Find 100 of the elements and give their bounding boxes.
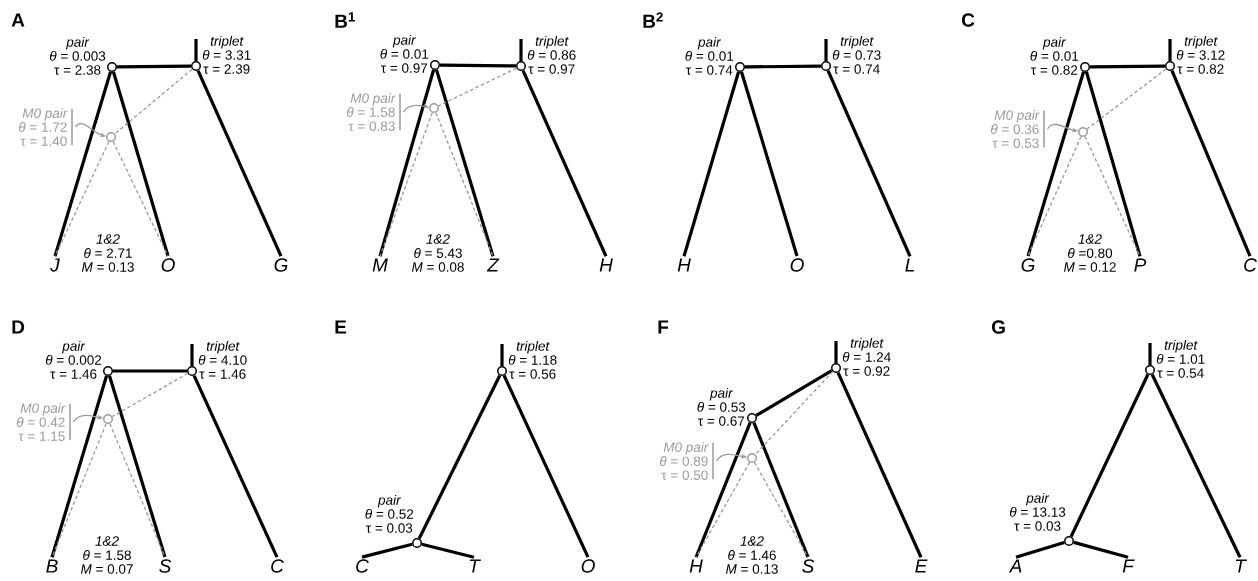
branch-line bbox=[434, 69, 495, 257]
branch-line bbox=[111, 71, 170, 257]
branch-line bbox=[361, 542, 413, 559]
node-caption: pair θ = 0.002 τ = 1.46 bbox=[45, 340, 102, 379]
tip-label: S bbox=[802, 559, 815, 573]
tip-label: O bbox=[161, 258, 175, 272]
branch-line bbox=[1170, 70, 1252, 257]
node-caption: pair θ = 0.01 τ = 0.82 bbox=[1030, 36, 1079, 75]
tip-label: H bbox=[599, 258, 613, 272]
branch-line bbox=[739, 71, 799, 257]
tip-label: B bbox=[46, 559, 58, 573]
tip-label: H bbox=[689, 559, 703, 573]
annotation-text: θ = 1.58 bbox=[83, 550, 131, 560]
branch-line bbox=[440, 63, 517, 68]
branch-line bbox=[502, 374, 590, 558]
branch-line bbox=[836, 371, 923, 558]
dashed-branch bbox=[753, 461, 809, 558]
annotation-text: θ = 1.46 bbox=[728, 550, 776, 560]
tip-label: A bbox=[1008, 559, 1022, 573]
caption-text: M0 pair θ = 0.36 τ = 0.53 bbox=[991, 110, 1040, 148]
branch-line bbox=[1015, 540, 1065, 559]
tip-label: P bbox=[1134, 258, 1147, 272]
annotation-text: θ = 2.71 bbox=[84, 248, 132, 258]
caption-text: M0 pair θ = 0.89 τ = 0.50 bbox=[660, 442, 709, 480]
node-caption: triplet θ = 1.24 τ = 0.92 bbox=[842, 337, 891, 376]
panel-label: B$^{1}$ bbox=[335, 12, 355, 28]
caption-text: M0 pair θ = 1.72 τ = 1.40 bbox=[19, 108, 68, 146]
branch-line bbox=[1084, 71, 1142, 257]
tip-label: H bbox=[677, 258, 691, 272]
annotation-text: 1&2 bbox=[95, 536, 119, 546]
node-caption: triplet θ = 1.18 τ = 0.56 bbox=[508, 340, 557, 379]
branch-line bbox=[117, 64, 192, 69]
annotation-text: 1&2 bbox=[96, 234, 120, 244]
tip-label: C bbox=[271, 559, 284, 573]
tip-label: F bbox=[1122, 559, 1135, 573]
tip-label: L bbox=[905, 258, 914, 272]
node-caption: triplet θ = 3.12 τ = 0.82 bbox=[1176, 35, 1225, 74]
node-caption: triplet θ = 0.73 τ = 0.74 bbox=[832, 35, 881, 74]
tip-label: M bbox=[372, 258, 388, 272]
branch-line bbox=[421, 542, 475, 559]
caption-text: M0 pair θ = 1.58 τ = 0.83 bbox=[347, 93, 396, 131]
panel-label: A bbox=[11, 13, 25, 27]
annotation-text: θ = 5.43 bbox=[414, 248, 462, 258]
branch-line bbox=[682, 71, 741, 257]
branch-line bbox=[1073, 540, 1129, 559]
node-caption: pair θ = 0.53 τ = 0.67 bbox=[697, 387, 746, 426]
tip-label: T bbox=[469, 559, 481, 573]
branch-line bbox=[53, 71, 113, 257]
dashed-branch bbox=[111, 372, 189, 418]
branch-line bbox=[826, 69, 912, 257]
branch-line bbox=[113, 369, 187, 373]
branch-line bbox=[1026, 71, 1086, 257]
annotation-text: 1&2 bbox=[426, 234, 450, 244]
panel-label: E bbox=[335, 320, 347, 334]
panel-label: C bbox=[962, 13, 975, 27]
dashed-branch bbox=[51, 423, 107, 558]
tip-label: Z bbox=[486, 258, 500, 272]
annotation-text: M = 0.12 bbox=[1063, 262, 1116, 272]
annotation-text: M = 0.07 bbox=[80, 564, 133, 574]
tip-label: T bbox=[1235, 559, 1247, 573]
annotation-text: M = 0.08 bbox=[411, 262, 464, 272]
branch-line bbox=[745, 64, 822, 69]
dashed-branch bbox=[109, 423, 166, 558]
node-caption: triplet θ = 4.10 τ = 1.46 bbox=[198, 340, 247, 379]
branch-line bbox=[196, 69, 283, 257]
branch-line bbox=[694, 422, 752, 558]
branch-line bbox=[1150, 373, 1242, 558]
dashed-branch bbox=[114, 68, 193, 135]
tip-label: E bbox=[915, 559, 928, 573]
tip-label: O bbox=[581, 559, 595, 573]
tip-label: C bbox=[356, 559, 369, 573]
dashed-branch bbox=[112, 140, 169, 257]
node-caption: pair θ = 0.52 τ = 0.03 bbox=[365, 494, 414, 533]
node-caption: pair θ = 0.01 τ = 0.74 bbox=[685, 36, 734, 75]
tip-label: G bbox=[274, 258, 288, 272]
branch-line bbox=[50, 375, 109, 558]
annotation-text: 1&2 bbox=[740, 536, 764, 546]
node-caption: pair θ = 0.01 τ = 0.97 bbox=[380, 34, 429, 73]
node-caption: triplet θ = 3.31 τ = 2.39 bbox=[202, 35, 251, 74]
branch-line bbox=[1090, 64, 1166, 69]
annotation-text: 1&2 bbox=[1078, 234, 1102, 244]
dashed-branch bbox=[379, 112, 433, 257]
branch-line bbox=[1069, 373, 1150, 538]
branch-line bbox=[755, 369, 833, 417]
dashed-branch bbox=[437, 67, 518, 107]
dashed-branch bbox=[1084, 135, 1141, 257]
dashed-branch bbox=[435, 112, 494, 257]
tip-label: J bbox=[50, 258, 60, 272]
panel-label: F bbox=[658, 320, 669, 334]
branch-line bbox=[521, 69, 608, 257]
tip-label: O bbox=[790, 258, 804, 272]
panel-label: G bbox=[992, 320, 1005, 334]
branch-line bbox=[107, 375, 167, 558]
dashed-branch bbox=[1086, 68, 1167, 130]
branch-line bbox=[752, 422, 810, 558]
node-caption: pair θ = 13.13 τ = 0.03 bbox=[1010, 492, 1066, 531]
node-caption: triplet θ = 1.01 τ = 0.54 bbox=[1156, 339, 1205, 378]
annotation-text: θ =0.80 bbox=[1068, 248, 1113, 258]
dashed-branch bbox=[754, 371, 834, 455]
tip-label: S bbox=[159, 559, 172, 573]
